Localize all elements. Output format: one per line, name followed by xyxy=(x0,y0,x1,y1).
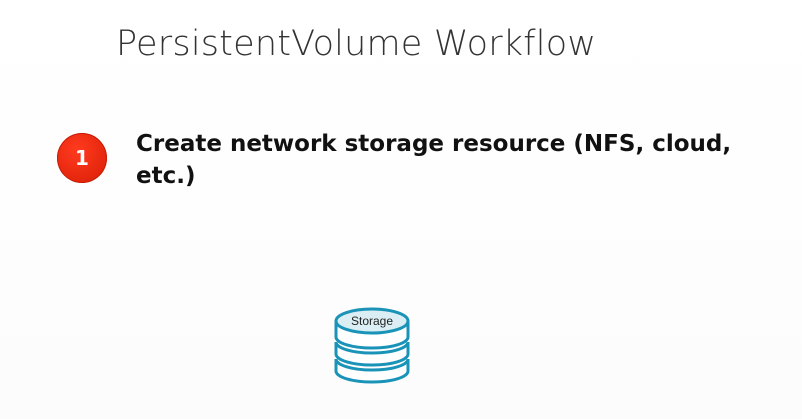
database-icon: Storage xyxy=(334,307,410,384)
storage-label: Storage xyxy=(351,314,393,328)
database-disc-middle-rim xyxy=(334,341,410,355)
slide-title: PersistentVolume Workflow xyxy=(116,24,597,64)
step-number-badge: 1 xyxy=(57,133,107,183)
storage-database: Storage xyxy=(333,305,411,385)
database-disc-bottom-rim xyxy=(334,358,410,372)
database-top-ellipse xyxy=(334,307,410,335)
step-description: Create network storage resource (NFS, cl… xyxy=(136,131,732,189)
